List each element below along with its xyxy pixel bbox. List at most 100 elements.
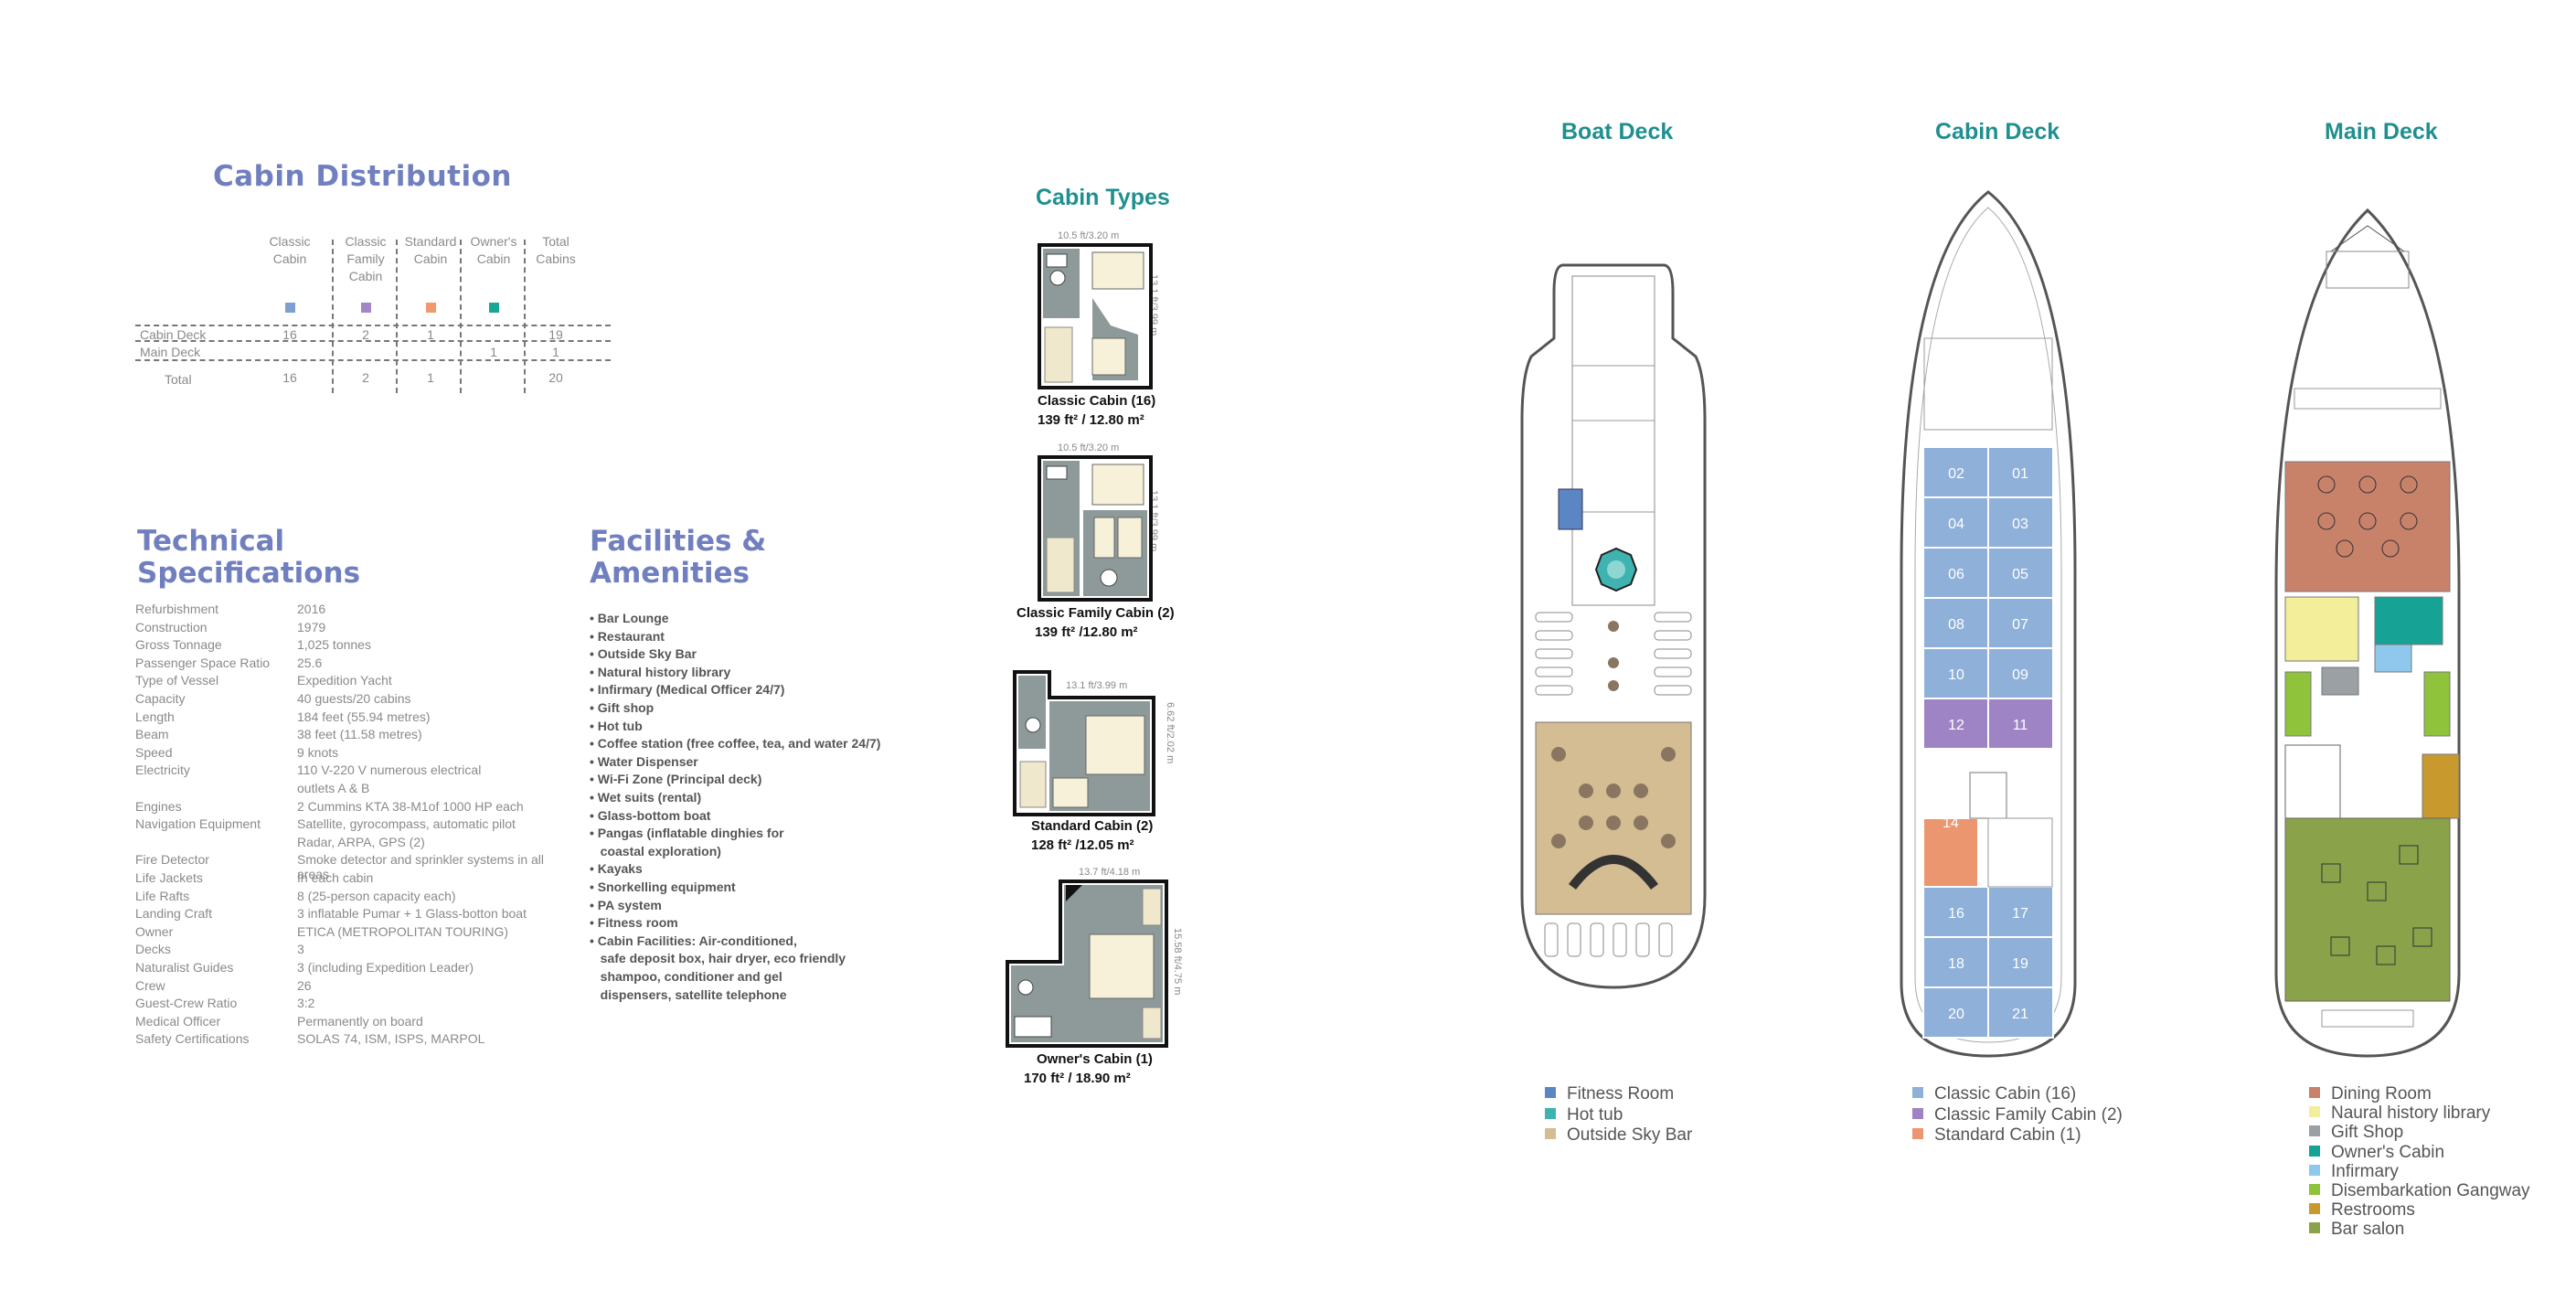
cabin-area: 170 ft² / 18.90 m²: [1024, 1071, 1131, 1086]
spec-label: Navigation Equipment: [135, 816, 261, 832]
facility-item: • Water Dispenser: [590, 753, 698, 769]
legend-label: Standard Cabin (1): [1934, 1125, 2081, 1145]
facility-item: • Cabin Facilities: Air-conditioned,: [590, 933, 797, 948]
tech-specs-title: Technical Specifications: [137, 526, 360, 590]
facility-item: • Gift shop: [590, 700, 655, 715]
spec-label: Naturalist Guides: [135, 960, 234, 975]
legend-label: Hot tub: [1567, 1104, 1623, 1125]
cabin-number: 21: [2012, 1007, 2028, 1022]
legend-item: Standard Cabin (1): [1912, 1125, 2081, 1146]
legend-item: Naural history library: [2309, 1103, 2490, 1124]
legend-swatch: [1912, 1107, 1923, 1119]
cabin-width-label: 10.5 ft/3.20 m: [1058, 230, 1120, 241]
cabin-name: Classic Family Cabin (2): [1017, 605, 1175, 621]
spec-value: Smoke detector and sprinkler systems in …: [297, 852, 544, 882]
cabin-number: 20: [1948, 1007, 1964, 1022]
dist-rule: [135, 325, 611, 326]
dist-cell: 16: [282, 370, 297, 385]
spec-value: 3 (including Expedition Leader): [297, 960, 474, 975]
legend-item: Dining Room: [2309, 1084, 2432, 1104]
cabin-deck-plan: 02 01 04 03 06 05 08 07 10 09 12 11 14 1…: [1900, 190, 2077, 1058]
cabin-width-label: 10.5 ft/3.20 m: [1058, 442, 1120, 453]
spec-row: outlets A & B: [135, 781, 547, 798]
cabin-height-label: 6.62 ft/2.02 m: [1165, 702, 1176, 764]
dist-cell: 1: [552, 345, 559, 359]
legend-label: Infirmary: [2331, 1161, 2399, 1181]
spec-value: 38 feet (11.58 metres): [297, 727, 422, 742]
spec-label: Fire Detector: [135, 852, 209, 868]
spec-label: Life Rafts: [135, 888, 190, 903]
spec-value: 2016: [297, 602, 326, 616]
spec-value: 3: [297, 942, 304, 957]
dist-cell: 20: [548, 370, 563, 385]
spec-row: Radar, ARPA, GPS (2): [135, 835, 547, 852]
dist-divider: [396, 240, 398, 393]
cabin-area: 128 ft² /12.05 m²: [1031, 837, 1134, 853]
legend-label: Bar salon: [2331, 1220, 2405, 1240]
legend-swatch: [2309, 1125, 2320, 1137]
legend-swatch: [2309, 1222, 2320, 1234]
facilities-title: Facilities & Amenities: [590, 526, 766, 590]
facility-item: • Pangas (inflatable dinghies for: [590, 826, 784, 841]
dist-swatch-owners: [489, 303, 499, 313]
tech-specs-title-line2: Specifications: [137, 557, 361, 590]
legend-swatch: [1545, 1128, 1556, 1139]
cabin-height-label: 15.58 ft/4.75 m: [1172, 928, 1183, 996]
facility-item: • Hot tub: [590, 718, 643, 733]
facility-item: • Bar Lounge: [590, 611, 669, 625]
dist-row-label: Total: [165, 372, 192, 387]
dist-col-standard: Standard Cabin: [404, 234, 457, 266]
facility-item: • Natural history library: [590, 664, 731, 679]
spec-label: Landing Craft: [135, 906, 213, 922]
dist-cell: 16: [282, 327, 297, 342]
cabin-number: 12: [1948, 718, 1964, 733]
legend-item: Bar salon: [2309, 1220, 2404, 1240]
legend-item: Restrooms: [2309, 1200, 2415, 1221]
cabin-distribution-title: Cabin Distribution: [213, 160, 512, 193]
spec-value: Permanently on board: [297, 1013, 423, 1029]
legend-label: Restrooms: [2331, 1200, 2415, 1221]
dist-row-label: Main Deck: [140, 345, 201, 359]
legend-item: Owner's Cabin: [2309, 1143, 2444, 1163]
dist-rule: [135, 340, 611, 342]
cabin-number: 04: [1948, 517, 1964, 532]
facility-item: • Restaurant: [590, 628, 665, 644]
standard-cabin-plan: [1013, 670, 1155, 816]
dist-cell: 1: [490, 345, 497, 359]
legend-swatch: [1545, 1107, 1556, 1119]
spec-value: 1979: [297, 619, 326, 634]
spec-label: Guest-Crew Ratio: [135, 996, 238, 1011]
spec-value: Radar, ARPA, GPS (2): [297, 834, 425, 849]
spec-label: Type of Vessel: [135, 673, 219, 688]
legend-item: Hot tub: [1545, 1105, 1623, 1125]
facility-item: • Coffee station (free coffee, tea, and …: [590, 736, 881, 752]
facility-item: dispensers, satellite telephone: [590, 986, 787, 1002]
legend-label: Classic Cabin (16): [1934, 1084, 2077, 1103]
cabin-number: 19: [2012, 956, 2028, 972]
legend-swatch: [1912, 1087, 1923, 1098]
legend-item: Classic Family Cabin (2): [1912, 1105, 2123, 1125]
classic-cabin-plan: [1038, 243, 1153, 389]
dist-col-owners: Owner's Cabin: [470, 234, 517, 266]
tech-specs-title-line1: Technical: [137, 525, 285, 558]
owners-cabin-plan: [1006, 880, 1168, 1048]
classic-cabin-caption: Classic Cabin (16) 139 ft² / 12.80 m²: [1038, 391, 1155, 430]
dist-divider: [524, 240, 526, 393]
spec-value: outlets A & B: [297, 781, 370, 795]
dist-col-family: Classic Family Cabin: [345, 234, 387, 283]
cabin-number: 07: [2012, 617, 2028, 633]
facility-item: • Kayaks: [590, 861, 643, 877]
dist-col-classic: Classic Cabin: [269, 234, 311, 266]
facility-item: • PA system: [590, 897, 662, 912]
standard-cabin-caption: Standard Cabin (2) 128 ft² /12.05 m²: [1031, 816, 1153, 855]
